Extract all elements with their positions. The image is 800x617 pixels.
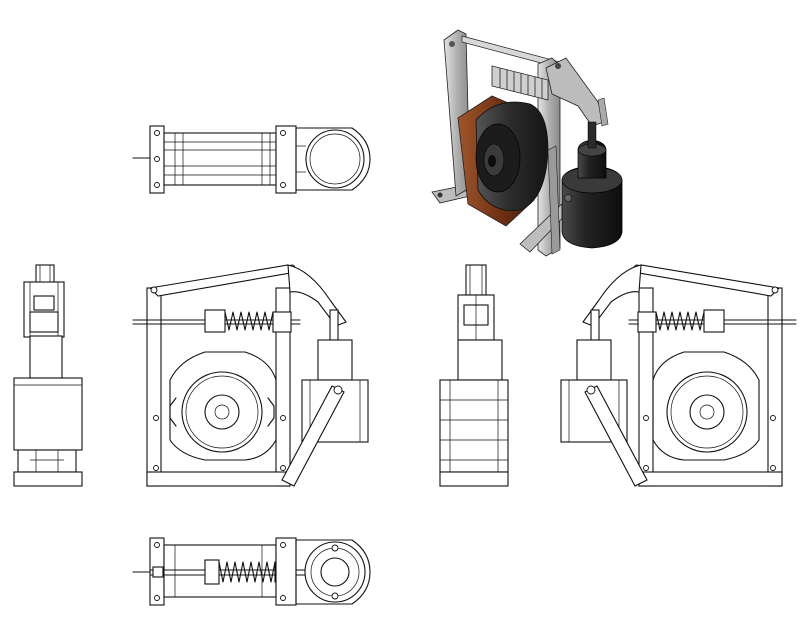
isometric-render — [431, 29, 623, 257]
top-view-upper — [132, 125, 371, 194]
left-side-view — [13, 264, 83, 487]
right-side-view — [439, 264, 509, 487]
front-view — [132, 264, 369, 487]
bottom-view — [132, 537, 371, 606]
rear-view — [560, 264, 797, 487]
